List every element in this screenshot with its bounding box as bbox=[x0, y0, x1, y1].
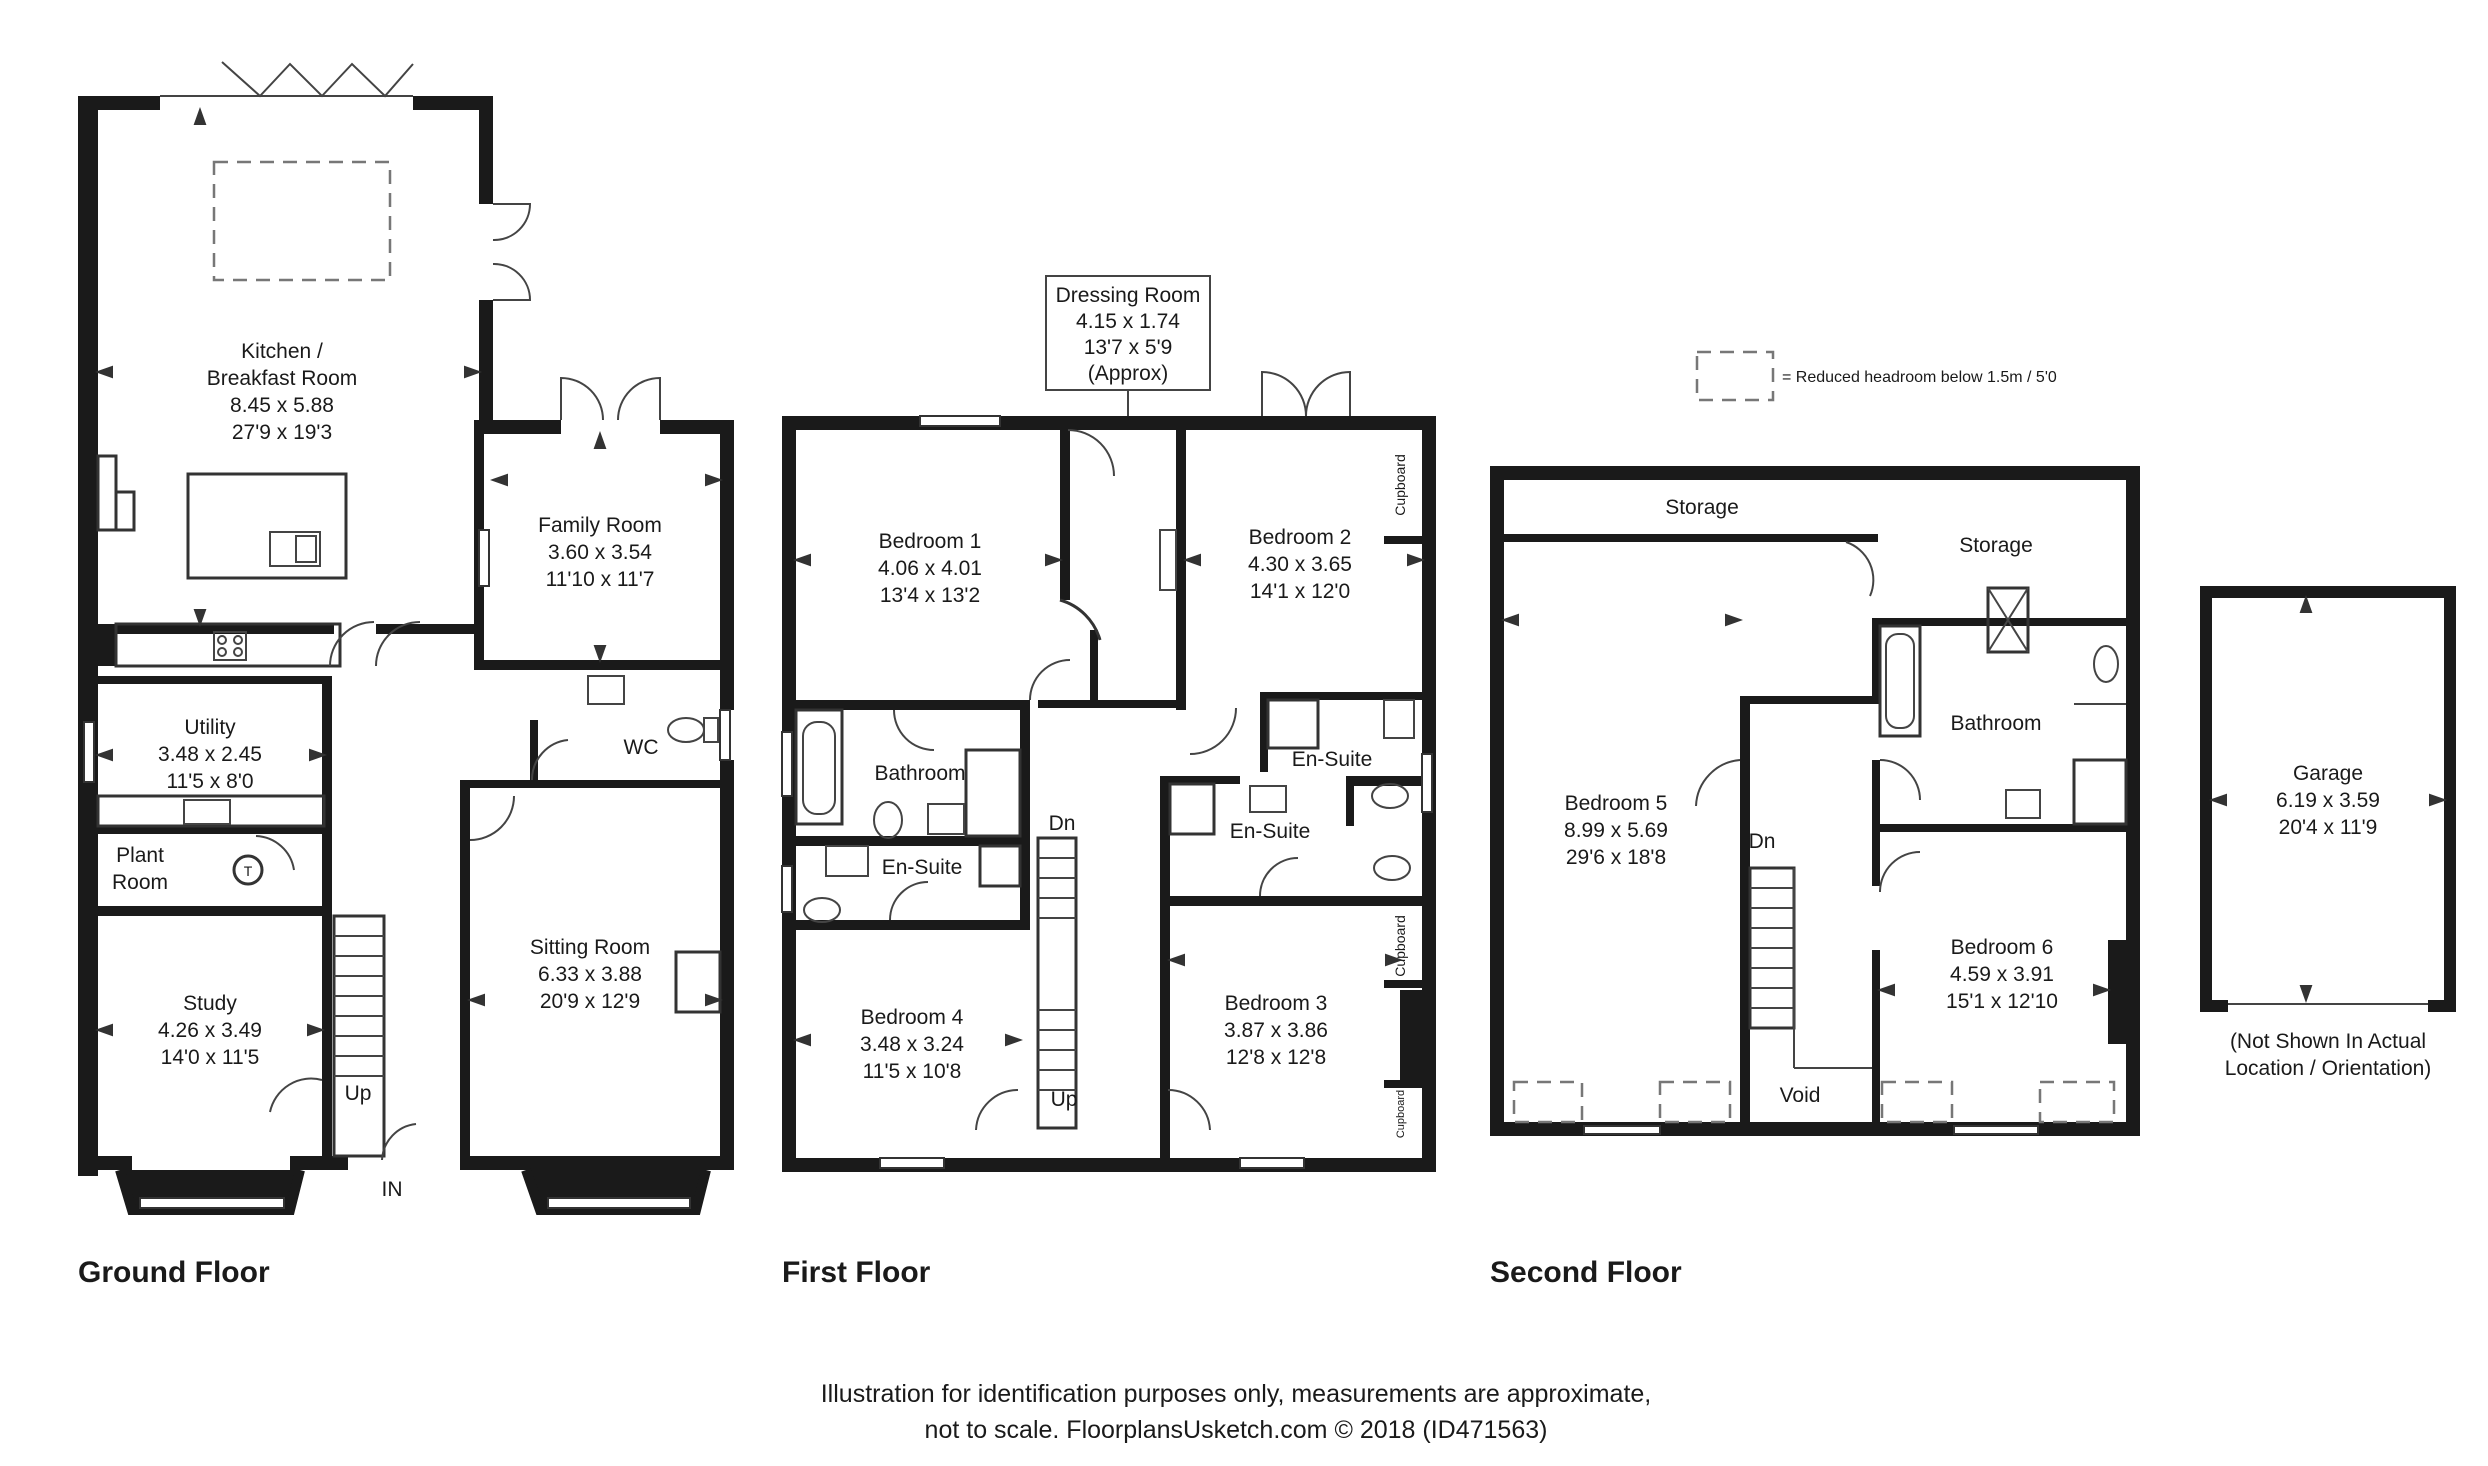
dressing-room-size-metric: 4.15 x 1.74 bbox=[1076, 310, 1180, 333]
ground-floor-labels: Kitchen / Breakfast Room 8.45 x 5.88 27'9 x… bbox=[78, 340, 662, 1289]
garage-note-line-2: Location / Orientation) bbox=[2225, 1057, 2432, 1080]
ensuite-bedroom-2-label: En-Suite bbox=[1292, 748, 1373, 771]
bedroom-4-name: Bedroom 4 bbox=[861, 1006, 964, 1029]
bedroom-6-size-metric: 4.59 x 3.91 bbox=[1950, 963, 2054, 986]
kitchen-size-metric: 8.45 x 5.88 bbox=[230, 394, 334, 417]
garage-size-metric: 6.19 x 3.59 bbox=[2276, 789, 2380, 812]
second-floor-plan bbox=[1490, 466, 2140, 1136]
bedroom-5-size-imperial: 29'6 x 18'8 bbox=[1566, 846, 1666, 869]
cupboard-bedroom-3-lower-label: Cupboard bbox=[1395, 1090, 1407, 1138]
dressing-room-size-imperial: 13'7 x 5'9 bbox=[1084, 336, 1173, 359]
garage-note-line-1: (Not Shown In Actual bbox=[2230, 1030, 2426, 1053]
bedroom-1-name: Bedroom 1 bbox=[879, 530, 982, 553]
kitchen-name: Kitchen / bbox=[241, 340, 323, 363]
bedroom-4-size-imperial: 11'5 x 10'8 bbox=[863, 1060, 962, 1083]
utility-name: Utility bbox=[184, 716, 236, 739]
second-floor-labels: Storage Storage Bathroom Bedroom 5 8.99 x… bbox=[1490, 496, 2058, 1289]
kitchen-name-2: Breakfast Room bbox=[207, 367, 358, 390]
sitting-room-size-imperial: 20'9 x 12'9 bbox=[540, 990, 640, 1013]
first-bathroom-label: Bathroom bbox=[874, 762, 965, 785]
disclaimer-line-2: not to scale. FloorplansUsketch.com © 20… bbox=[925, 1416, 1548, 1444]
storage-right-label: Storage bbox=[1959, 534, 2033, 557]
study-size-imperial: 14'0 x 11'5 bbox=[161, 1046, 260, 1069]
legend-text: = Reduced headroom below 1.5m / 5'0 bbox=[1782, 369, 2057, 386]
bedroom-5-size-metric: 8.99 x 5.69 bbox=[1564, 819, 1668, 842]
garage-size-imperial: 20'4 x 11'9 bbox=[2279, 816, 2378, 839]
first-stairs-up-label: Up bbox=[1051, 1088, 1078, 1111]
study-name: Study bbox=[183, 992, 237, 1015]
ground-stairs-up-label: Up bbox=[345, 1082, 372, 1105]
bedroom-5-name: Bedroom 5 bbox=[1565, 792, 1668, 815]
kitchen-size-imperial: 27'9 x 19'3 bbox=[232, 421, 332, 444]
first-floor-title: First Floor bbox=[782, 1256, 931, 1289]
cupboard-bedroom-3-label: Cupboard bbox=[1392, 915, 1408, 977]
dimension-arrows bbox=[95, 107, 2447, 1047]
bedroom-3-name: Bedroom 3 bbox=[1225, 992, 1328, 1015]
dressing-room-approx: (Approx) bbox=[1088, 362, 1169, 385]
ground-floor-title: Ground Floor bbox=[78, 1256, 270, 1289]
bedroom-1-size-metric: 4.06 x 4.01 bbox=[878, 557, 982, 580]
bedroom-2-size-metric: 4.30 x 3.65 bbox=[1248, 553, 1352, 576]
bedroom-4-size-metric: 3.48 x 3.24 bbox=[860, 1033, 964, 1056]
bedroom-1-size-imperial: 13'4 x 13'2 bbox=[880, 584, 980, 607]
family-room-size-metric: 3.60 x 3.54 bbox=[548, 541, 652, 564]
sitting-room-size-metric: 6.33 x 3.88 bbox=[538, 963, 642, 986]
second-bathroom-label: Bathroom bbox=[1950, 712, 2041, 735]
second-floor-title: Second Floor bbox=[1490, 1256, 1682, 1289]
disclaimer-line-1: Illustration for identification purposes… bbox=[821, 1380, 1652, 1408]
bedroom-3-size-metric: 3.87 x 3.86 bbox=[1224, 1019, 1328, 1042]
thermostat-symbol: T bbox=[244, 863, 253, 879]
bedroom-2-name: Bedroom 2 bbox=[1249, 526, 1352, 549]
void-label: Void bbox=[1780, 1084, 1821, 1107]
utility-size-imperial: 11'5 x 8'0 bbox=[166, 770, 253, 793]
garage-plan: Garage 6.19 x 3.59 20'4 x 11'9 (Not Shown … bbox=[2200, 586, 2456, 1080]
bedroom-6-name: Bedroom 6 bbox=[1951, 936, 2054, 959]
storage-top-label: Storage bbox=[1665, 496, 1739, 519]
footer: Illustration for identification purposes… bbox=[821, 1380, 1652, 1444]
family-room-name: Family Room bbox=[538, 514, 662, 537]
study-size-metric: 4.26 x 3.49 bbox=[158, 1019, 262, 1042]
bedroom-2-size-imperial: 14'1 x 12'0 bbox=[1250, 580, 1350, 603]
family-room-size-imperial: 11'10 x 11'7 bbox=[546, 568, 655, 591]
plant-room-name-2: Room bbox=[112, 871, 168, 894]
first-stairs-down-label: Dn bbox=[1049, 812, 1076, 835]
dressing-room-name: Dressing Room bbox=[1056, 284, 1201, 307]
legend: = Reduced headroom below 1.5m / 5'0 bbox=[1695, 350, 2057, 402]
ensuite-bedroom-3-label: En-Suite bbox=[1230, 820, 1311, 843]
first-floor-plan bbox=[781, 275, 1436, 1172]
ground-floor-plan bbox=[78, 61, 734, 1215]
garage-name: Garage bbox=[2293, 762, 2363, 785]
bedroom-3-size-imperial: 12'8 x 12'8 bbox=[1226, 1046, 1326, 1069]
utility-size-metric: 3.48 x 2.45 bbox=[158, 743, 262, 766]
entrance-label: IN bbox=[382, 1178, 403, 1201]
second-stairs-down-label: Dn bbox=[1749, 830, 1776, 853]
first-floor-labels: Dressing Room 4.15 x 1.74 13'7 x 5'9 (Appro… bbox=[782, 284, 1408, 1289]
sitting-room-name: Sitting Room bbox=[530, 936, 650, 959]
plant-room-name: Plant bbox=[116, 844, 164, 867]
reduced-headroom-swatch bbox=[1695, 350, 1775, 402]
wc-label: WC bbox=[624, 736, 659, 759]
bedroom-6-size-imperial: 15'1 x 12'10 bbox=[1946, 990, 2058, 1013]
cupboard-bedroom-2-label: Cupboard bbox=[1392, 454, 1408, 516]
ensuite-bedroom-4-label: En-Suite bbox=[882, 856, 963, 879]
